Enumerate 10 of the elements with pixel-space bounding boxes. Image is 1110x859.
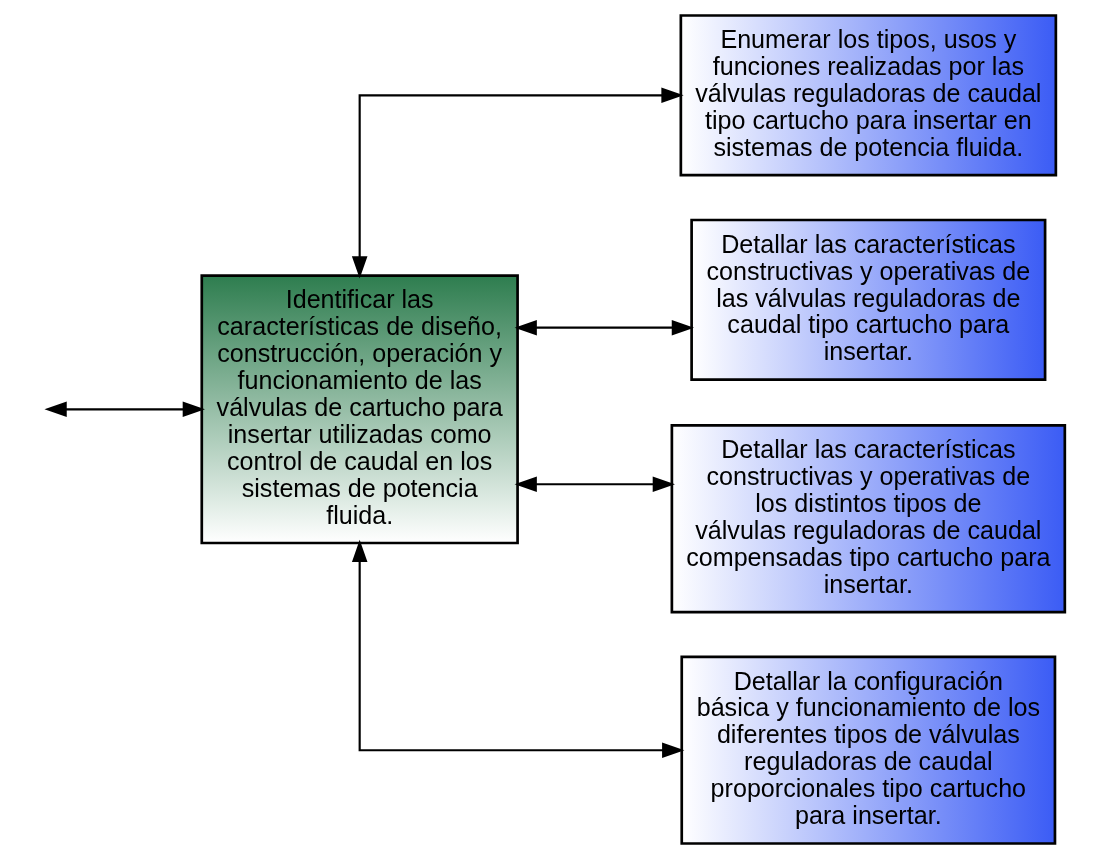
node-box: Detallar las características constructivas y operativas de los distintos tipos de válvulas reguladoras de caudal compensadas tipo cartucho para insertar. — [670, 424, 1066, 614]
node-box: Enumerar los tipos, usos y funciones realizadas por las válvulas reguladoras de caudal tipo cartucho para insertar en sistemas de potencia fluida. — [679, 14, 1057, 177]
arrow — [351, 87, 684, 279]
arrow — [351, 539, 684, 759]
node-box: Detallar las características constructivas y operativas de las válvulas reguladoras de caudal tipo cartucho para insertar. — [689, 218, 1046, 382]
arrow — [43, 401, 205, 418]
node-box: Detallar la configuración básica y funcionamiento de los diferentes tipos de válvulas reguladoras de caudal proporcionales tipo cartucho para insertar. — [679, 655, 1056, 845]
arrow — [514, 476, 675, 493]
arrow — [514, 319, 694, 336]
node-box: Identificar las características de diseño, construcción, operación y funcionamiento de las válvulas de cartucho para insertar utilizadas como control de caudal en los sistemas de potencia fluida. — [199, 274, 519, 545]
